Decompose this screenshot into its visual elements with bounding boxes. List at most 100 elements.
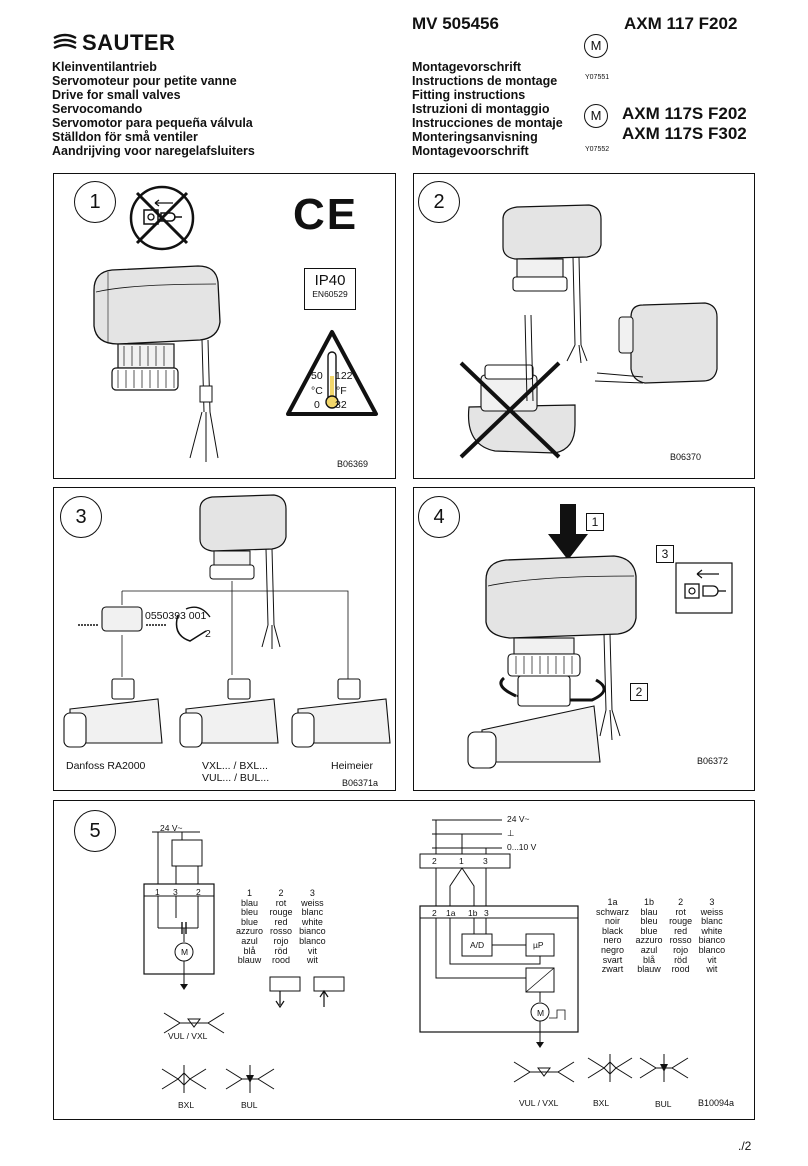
legend-line: negro: [600, 944, 625, 955]
mounting-illustration: [467, 504, 637, 769]
terminal: 3: [484, 908, 489, 918]
model-number: AXM 117 F202: [624, 14, 738, 33]
title-line: Kleinventilantrieb: [52, 60, 157, 74]
title-line: Aandrijving voor naregelafsluiters: [52, 144, 255, 158]
legend-line: blau: [241, 897, 259, 908]
wire-color-legend-right: 1a schwarz noir black nero negro svart z…: [596, 897, 729, 975]
no-cleaning-icon: [129, 185, 195, 251]
supply-label: 24 V~: [160, 823, 183, 833]
legend-line: blau: [640, 906, 658, 917]
panel-4: [413, 487, 755, 791]
figure-code: B06372: [697, 756, 729, 766]
part-number: 0550393 001: [145, 610, 207, 622]
legend-column: 1a schwarz noir black nero negro svart z…: [596, 897, 629, 975]
valve-label: Danfoss RA2000: [66, 760, 146, 772]
legend-column: 2 rot rouge red rosso rojo röd rood: [669, 897, 692, 975]
terminal: 2: [432, 908, 437, 918]
unit-celsius: °C: [311, 385, 323, 397]
valve-type-label: VUL / VXL: [519, 1098, 559, 1108]
title-line: Instrucciones de montaje: [412, 116, 563, 130]
legend-line: rojo: [673, 944, 689, 955]
legend-line: svart: [602, 954, 623, 965]
legend-line: nero: [603, 935, 622, 946]
title-line: Monteringsanvisning: [412, 130, 538, 144]
title-line: Istruzioni di montaggio: [412, 102, 550, 116]
valve-label: VXL... / BXL...: [202, 760, 268, 772]
step-box: 2: [630, 683, 648, 701]
motor-symbol-icon: M: [584, 34, 608, 58]
legend-line: blanc: [701, 916, 723, 927]
title-line: Servomotor para pequeña válvula: [52, 116, 253, 130]
legend-line: noir: [605, 916, 621, 927]
step-ref: 2: [205, 628, 211, 640]
figure-code: B06370: [670, 452, 702, 462]
microprocessor-label: µP: [533, 940, 544, 950]
step-number: 2: [418, 181, 460, 223]
wiring-diagram-left: [143, 831, 215, 990]
brand-name: SAUTER: [82, 30, 176, 55]
step-number: 5: [74, 810, 116, 852]
title-line: Instructions de montage: [412, 74, 558, 88]
legend-line: rot: [275, 897, 287, 908]
motor-label: M: [181, 947, 189, 957]
legend-column: 3 weiss blanc white bianco blanco vit wi…: [698, 897, 726, 975]
supply-label: 24 V~: [507, 814, 530, 824]
legend-line: blanco: [299, 935, 326, 946]
legend-line: rood: [272, 955, 291, 966]
legend-head: 2: [278, 888, 284, 898]
legend-line: röd: [274, 945, 288, 956]
terminal: 1a: [446, 908, 456, 918]
legend-line: blå: [643, 954, 656, 965]
terminal: 1: [459, 856, 464, 866]
legend-line: blanco: [698, 944, 726, 955]
legend-line: azzuro: [236, 926, 264, 937]
temp-c-min: 0: [314, 399, 320, 411]
direction-symbols: [269, 976, 345, 1009]
legend-line: bianco: [698, 935, 726, 946]
panel-1: [53, 173, 396, 479]
terminal: 3: [173, 887, 178, 897]
unit-fahrenheit: °F: [336, 385, 347, 397]
step-number: 3: [60, 496, 102, 538]
legend-head: 1b: [644, 897, 655, 907]
terminal: 3: [483, 856, 488, 866]
legend-line: white: [701, 925, 723, 936]
legend-line: black: [602, 925, 624, 936]
legend-line: wit: [706, 964, 718, 975]
legend-line: vit: [707, 954, 717, 965]
sauter-logo-icon: [53, 33, 77, 50]
ip-rating: IP40: [314, 272, 346, 289]
legend-line: rosso: [669, 935, 692, 946]
legend-head: 3: [709, 897, 715, 907]
valve-type-label: BUL: [655, 1099, 672, 1109]
panel-5: [53, 800, 755, 1120]
legend-line: blauw: [237, 955, 262, 966]
temp-f-min: 32: [335, 399, 347, 411]
legend-line: red: [274, 916, 288, 927]
terminal: 2: [432, 856, 437, 866]
motor-label: M: [537, 1008, 545, 1018]
figure-code: B10094a: [698, 1098, 735, 1108]
terminal: 1: [155, 887, 160, 897]
legend-line: bianco: [299, 926, 326, 937]
plug-icon: [675, 562, 733, 614]
temp-f-max: 122: [335, 370, 353, 382]
title-list-left: Kleinventilantrieb Servomoteur pour peti…: [52, 60, 255, 158]
ground-label: ⊥: [507, 828, 515, 838]
actuator-illustration: [93, 265, 221, 462]
legend-head: 1a: [607, 897, 618, 907]
legend-head: 1: [247, 888, 253, 898]
legend-line: weiss: [700, 906, 724, 917]
legend-column: 3 weiss blanc white bianco blanco vit wi…: [299, 888, 326, 966]
wrong-mounting-illustration: [459, 204, 718, 459]
signal-label: 0...10 V: [507, 842, 537, 852]
figure-code: B06371a: [342, 778, 379, 788]
legend-line: red: [674, 925, 688, 936]
symbol-code: Y07551: [585, 74, 610, 81]
legend-column: 2 rot rouge red rosso rojo röd rood: [270, 888, 293, 966]
panel-3: [53, 487, 396, 791]
figure-code: B06369: [337, 459, 369, 469]
step-box: 1: [586, 513, 604, 531]
wiring-diagram-right: [419, 819, 579, 1048]
step-number: 1: [74, 181, 116, 223]
